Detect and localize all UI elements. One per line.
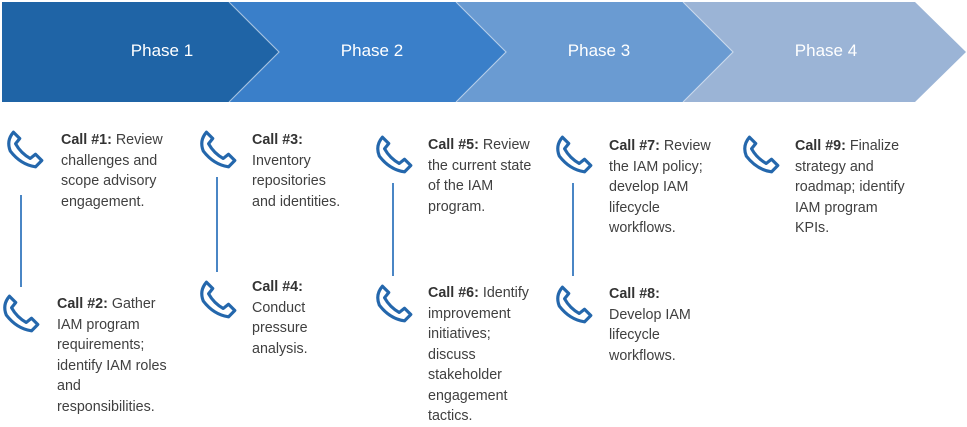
phone-icon [7, 130, 44, 169]
call-4-text: Call #4: Conduct pressure analysis. [252, 277, 352, 359]
connector-call3-call4 [216, 177, 218, 272]
phase-2-label: Phase 2 [340, 41, 404, 60]
call-5-text: Call #5: Review the current state of the… [428, 135, 546, 217]
phase-1-label: Phase 1 [130, 41, 194, 60]
call-9-text: Call #9: Finalize strategy and roadmap; … [795, 136, 913, 239]
call-3-text: Call #3: Inventory repositories and iden… [252, 130, 352, 212]
phase-2-chevron [229, 2, 506, 102]
phase-3-chevron [456, 2, 733, 102]
call-7-text: Call #7: Review the IAM policy; develop … [609, 136, 721, 239]
phone-icon [556, 285, 593, 324]
phase-3-label: Phase 3 [567, 41, 631, 60]
call-8-text: Call #8: Develop IAM lifecycle workflows… [609, 284, 704, 366]
call-2-text: Call #2: Gather IAM program requirements… [57, 294, 167, 417]
call-6-title: Call #6: [428, 285, 479, 301]
call-6-text: Call #6: Identify improvement initiative… [428, 283, 538, 427]
call-3-description: Inventory repositories and identities. [252, 152, 341, 210]
call-1-title: Call #1: [61, 132, 112, 148]
call-7-description: Review the IAM policy; develop IAM lifec… [609, 138, 711, 236]
phase-4-label: Phase 4 [794, 41, 858, 60]
call-5-title: Call #5: [428, 137, 479, 153]
call-9-title: Call #9: [795, 138, 846, 154]
call-1-description: Review challenges and scope advisory eng… [61, 132, 163, 210]
connector-call5-call6 [392, 183, 394, 276]
call-7-title: Call #7: [609, 138, 660, 154]
phase-chevron-bar [2, 1, 966, 103]
call-6-description: Identify improvement initiatives; discus… [428, 285, 529, 424]
connector-call1-call2 [20, 195, 22, 287]
call-4-title: Call #4: [252, 279, 303, 295]
phone-icon [556, 135, 593, 174]
phone-icon [376, 284, 413, 323]
phone-icon [743, 135, 780, 174]
phone-icon [3, 294, 40, 333]
call-8-title: Call #8: [609, 286, 660, 302]
call-3-title: Call #3: [252, 132, 303, 148]
connector-call7-call8 [572, 183, 574, 276]
call-2-title: Call #2: [57, 296, 108, 312]
phone-icon [200, 280, 237, 319]
call-4-description: Conduct pressure analysis. [252, 299, 308, 357]
call-8-description: Develop IAM lifecycle workflows. [609, 306, 691, 364]
phone-icon [376, 135, 413, 174]
call-5-description: Review the current state of the IAM prog… [428, 137, 532, 215]
phone-icon [200, 130, 237, 169]
phase-4-chevron [683, 2, 966, 102]
phase-1-chevron [2, 2, 279, 102]
call-2-description: Gather IAM program requirements; identif… [57, 296, 167, 415]
call-9-description: Finalize strategy and roadmap; identify … [795, 138, 905, 236]
call-1-text: Call #1: Review challenges and scope adv… [61, 130, 171, 212]
